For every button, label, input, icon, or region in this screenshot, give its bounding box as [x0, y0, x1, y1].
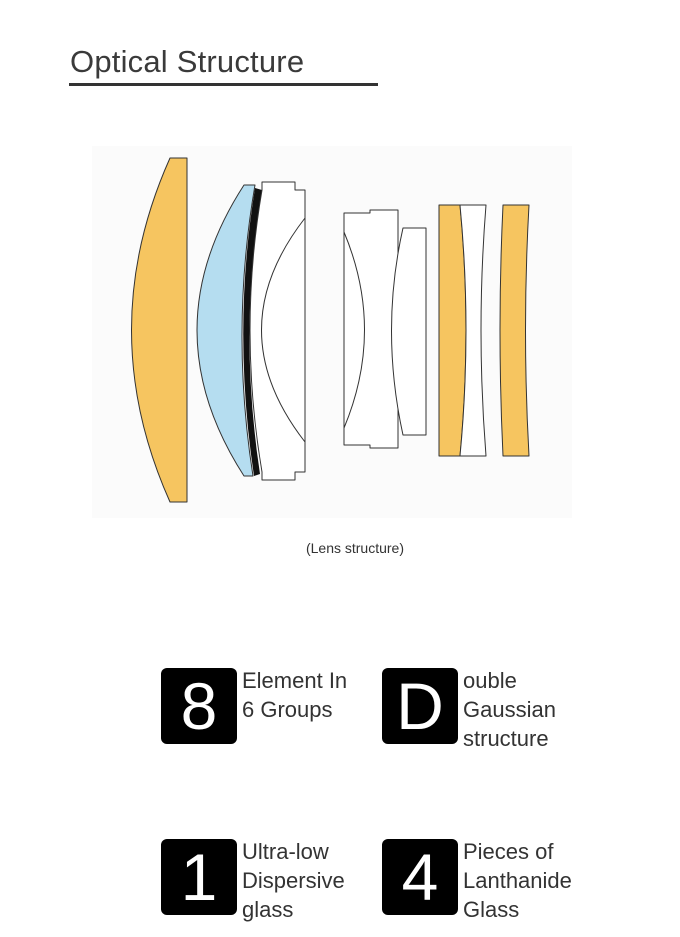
lens-element-3-curve — [261, 217, 306, 443]
number-badge-8: 8 — [161, 668, 237, 744]
lens-element-2 — [196, 184, 256, 477]
lens-element-3 — [249, 181, 306, 481]
feature-text: Element In 6 Groups — [242, 668, 348, 722]
lens-element-5 — [391, 227, 427, 436]
diagram-caption: (Lens structure) — [305, 540, 405, 556]
page-title: Optical Structure — [70, 44, 305, 79]
title-underline — [69, 83, 378, 86]
feature-text: Ultra-low Dispersive glass — [242, 839, 345, 922]
feature-text: ouble Gaussian structure — [463, 668, 556, 751]
number-badge-1: 1 — [161, 839, 237, 915]
lens-element-dark-edge — [243, 188, 262, 476]
lens-element-7 — [459, 204, 487, 457]
lens-element-1 — [131, 157, 188, 503]
lens-element-4 — [343, 209, 399, 449]
number-badge-4: 4 — [382, 839, 458, 915]
letter-badge-d: D — [382, 668, 458, 744]
feature-text: Pieces of Lanthanide Glass — [463, 839, 572, 922]
lens-element-8 — [499, 204, 530, 457]
lens-element-6 — [438, 204, 467, 457]
lens-structure-diagram — [131, 157, 530, 503]
lens-element-4-curve — [343, 231, 365, 429]
